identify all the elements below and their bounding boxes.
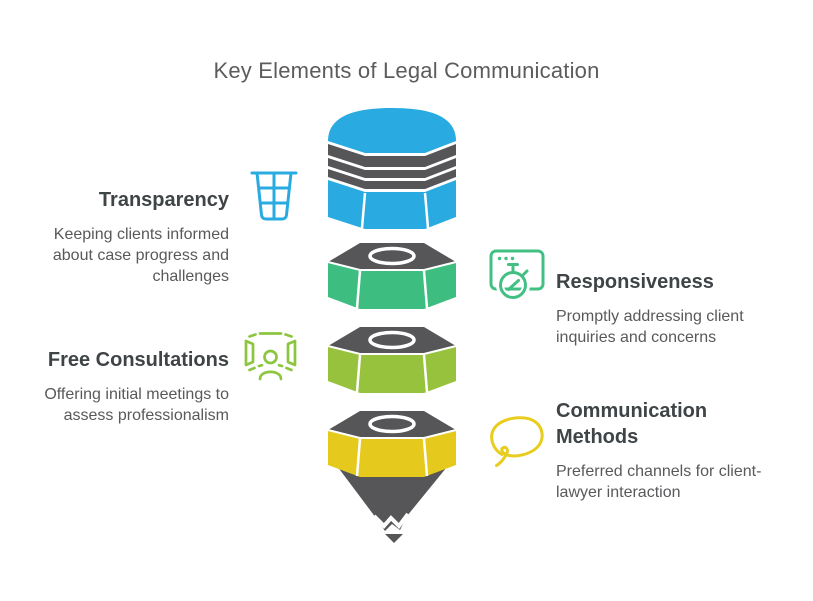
funnel-segment-transparency: [328, 108, 456, 229]
item-heading: Transparency: [98, 189, 229, 211]
list-item-responsiveness: Responsiveness Promptly addressing clien…: [556, 269, 774, 348]
funnel-segment-responsiveness: [327, 243, 457, 309]
window-stopwatch-icon: [489, 249, 545, 310]
list-item-transparency: Transparency Keeping clients informed ab…: [23, 187, 229, 287]
list-item-free-consultations: Free Consultations Offering initial meet…: [23, 347, 229, 426]
funnel-segment-communication-methods: [327, 411, 457, 477]
item-description: Preferred channels for client-lawyer int…: [556, 463, 762, 501]
item-description: Promptly addressing client inquiries and…: [556, 308, 744, 346]
item-heading: Free Consultations: [47, 349, 229, 371]
funnel-spout: [334, 462, 451, 543]
item-heading: Responsiveness: [556, 271, 714, 293]
funnel-segment-free-consultations: [327, 327, 457, 393]
waste-basket-icon: [249, 169, 299, 232]
item-heading: Communication Methods: [556, 400, 708, 448]
meeting-person-icon: [243, 329, 298, 390]
speech-bubble-icon: [486, 410, 544, 475]
item-description: Keeping clients informed about case prog…: [52, 226, 229, 285]
page-title: Key Elements of Legal Communication: [213, 58, 600, 83]
item-description: Offering initial meetings to assess prof…: [44, 386, 229, 424]
list-item-communication-methods: Communication Methods Preferred channels…: [556, 398, 774, 503]
